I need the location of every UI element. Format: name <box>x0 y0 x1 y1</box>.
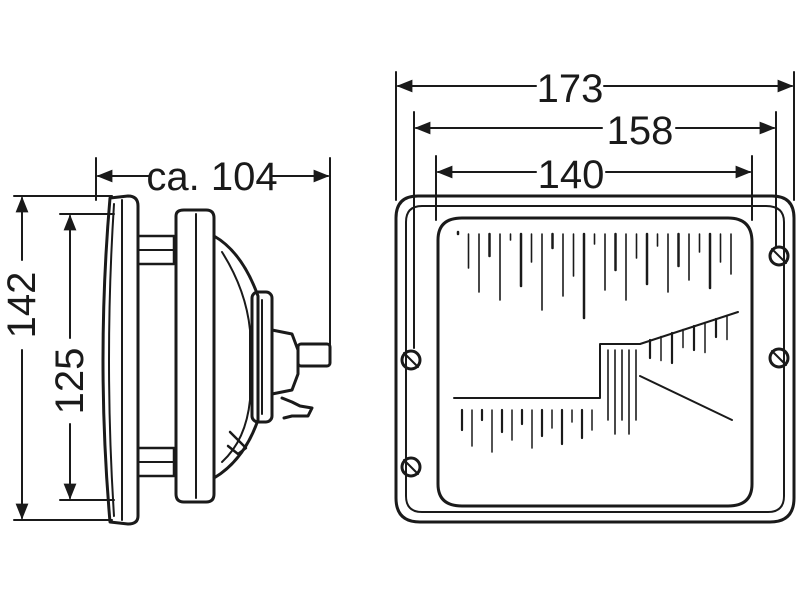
side-inner-height-label: 125 <box>48 348 92 415</box>
screw-hole-icon <box>400 456 422 478</box>
front-inner-width-label: 140 <box>538 153 605 197</box>
front-outer-width-label: 173 <box>537 67 604 111</box>
lens-flutes-fan <box>648 314 728 365</box>
lens-flutes-lower <box>460 349 637 453</box>
screw-hole-icon <box>768 245 790 267</box>
lens-flutes-upper <box>456 230 732 320</box>
front-mid-width-label: 158 <box>607 109 674 153</box>
front-view-dimensions: 173 158 140 <box>395 67 795 349</box>
screw-hole-icon <box>400 349 422 371</box>
side-view <box>101 194 332 526</box>
side-view-dimensions: ca. 104 142 125 <box>0 155 331 521</box>
front-view <box>394 194 796 524</box>
side-depth-label: ca. 104 <box>146 155 277 199</box>
screw-hole-icon <box>768 347 790 369</box>
side-outer-height-label: 142 <box>0 272 44 339</box>
